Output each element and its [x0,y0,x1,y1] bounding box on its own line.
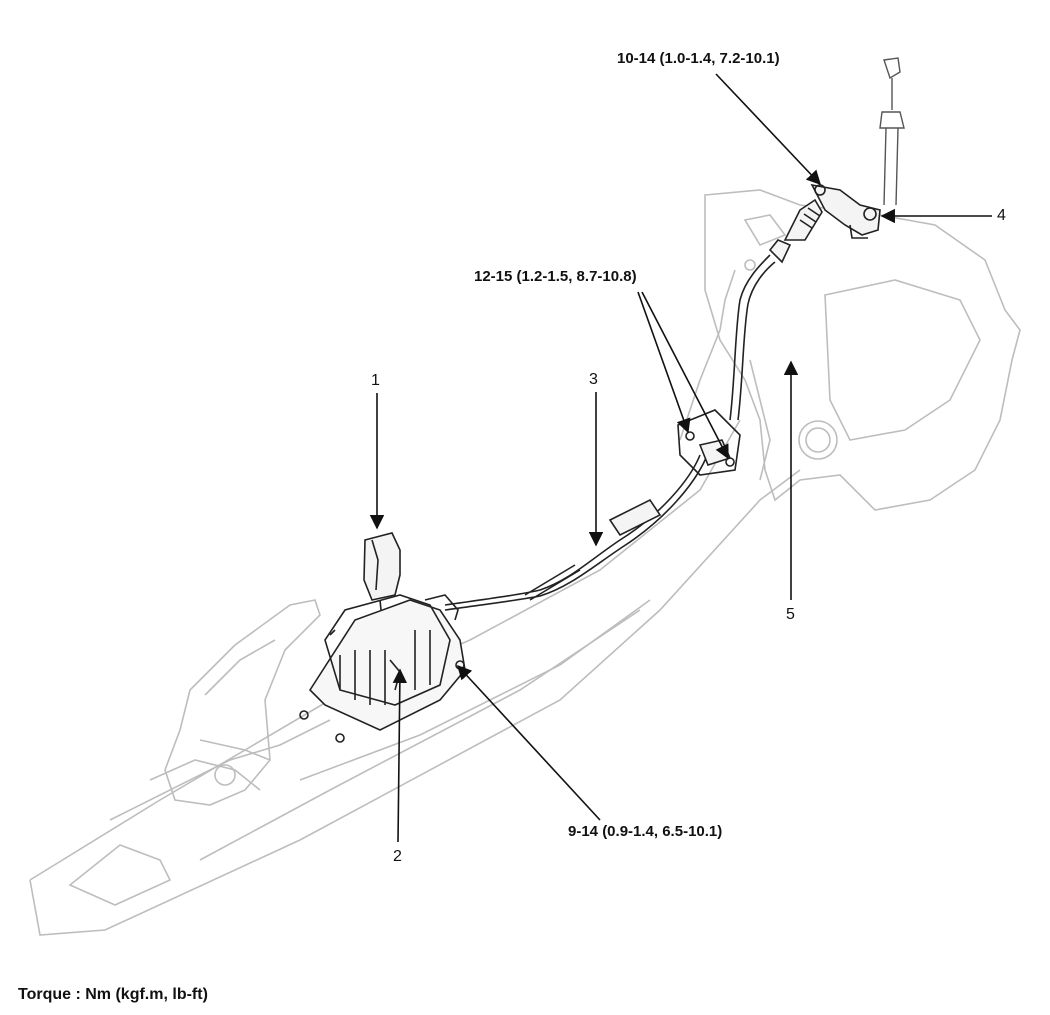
callout-1: 1 [371,372,380,389]
leader-lines [369,73,992,843]
torque-label-cable-plate: 12-15 (1.2-1.5, 8.7-10.8) [474,268,637,285]
transmission-housing [704,189,1021,511]
callout-5: 5 [786,606,795,623]
torque-units-note: Torque : Nm (kgf.m, lb-ft) [18,986,208,1003]
callout-3: 3 [589,371,598,388]
shift-cable [444,198,823,611]
callout-4: 4 [997,207,1006,224]
shift-lever-assembly [299,532,466,743]
dipstick [879,57,905,206]
callout-2: 2 [393,848,402,865]
torque-label-lever-base: 9-14 (0.9-1.4, 6.5-10.1) [568,823,723,840]
parking-brake-lever [164,599,321,806]
transaxle-bracket-lever [810,183,881,239]
torque-label-bracket: 10-14 (1.0-1.4, 7.2-10.1) [617,50,780,67]
